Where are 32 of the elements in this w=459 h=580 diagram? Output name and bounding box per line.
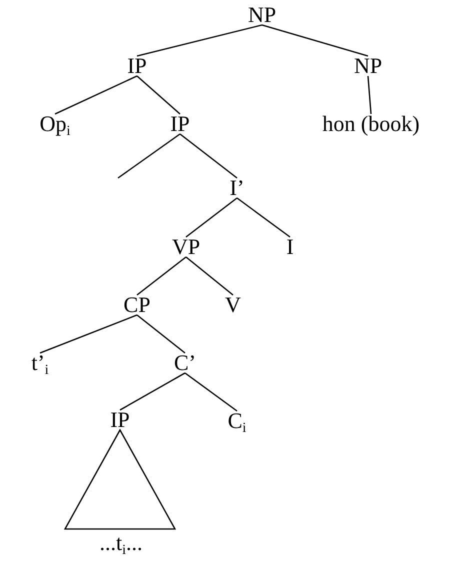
node-label: I’ bbox=[230, 175, 244, 200]
tree-branch bbox=[186, 256, 234, 296]
triangle-branch bbox=[64, 428, 176, 530]
node-label: Op$_{i}$ bbox=[40, 111, 70, 136]
node-label: IP bbox=[170, 111, 190, 136]
node-label: C$_{i}$ bbox=[228, 408, 246, 433]
node-label: ...t$_{i}$... bbox=[100, 530, 142, 555]
node-label: NP bbox=[248, 2, 276, 27]
tree-branch bbox=[186, 197, 238, 238]
tree-branch bbox=[367, 76, 372, 114]
node-label: C’ bbox=[174, 350, 196, 375]
tree-branch bbox=[136, 256, 186, 296]
tree-branch bbox=[184, 372, 238, 412]
tree-branch bbox=[236, 197, 290, 238]
tree-branch bbox=[136, 314, 186, 354]
node-label: IP bbox=[110, 407, 130, 432]
node-label: IP bbox=[127, 53, 147, 78]
tree-branch bbox=[136, 24, 262, 57]
tree-branch bbox=[180, 133, 238, 179]
tree-branch bbox=[118, 133, 180, 179]
tree-branch bbox=[120, 372, 186, 411]
node-label: CP bbox=[124, 292, 150, 317]
node-label: NP bbox=[354, 53, 382, 78]
tree-branch bbox=[40, 314, 138, 354]
node-label: V bbox=[225, 292, 241, 317]
tree-branch bbox=[54, 75, 138, 115]
node-label: t’$_{i}$ bbox=[31, 350, 49, 375]
node-label: hon (book) bbox=[322, 111, 420, 136]
node-label: VP bbox=[172, 234, 200, 259]
tree-branch bbox=[262, 24, 368, 57]
node-label: I bbox=[286, 234, 294, 259]
tree-branch bbox=[136, 76, 180, 114]
